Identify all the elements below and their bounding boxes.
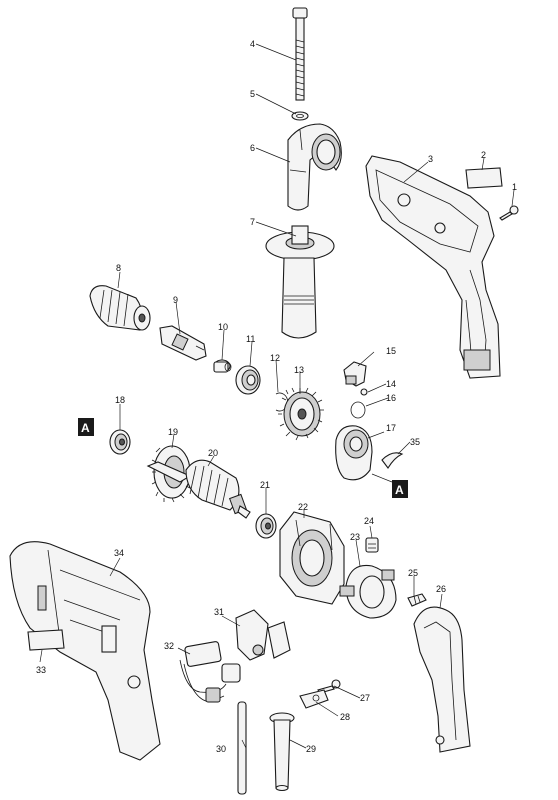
- part-23-brush-ring: [339, 564, 397, 619]
- callout-33: 33: [36, 665, 46, 675]
- callout-19: 19: [168, 427, 178, 437]
- callout-18: 18: [115, 395, 125, 405]
- part-21-bearing: [255, 513, 277, 539]
- callout-34: 34: [114, 548, 124, 558]
- callout-6: 6: [250, 143, 255, 153]
- part-35-clip: [381, 452, 404, 469]
- callout-14: 14: [386, 379, 396, 389]
- part-32-wiring: [179, 641, 241, 703]
- callout-11: 11: [246, 334, 255, 344]
- part-1-screw: [499, 205, 519, 221]
- part-25-carbon-brush: [407, 593, 427, 607]
- part-3-housing: [365, 155, 501, 379]
- callout-numbers: 4 5 6 7 3 2 1 8 9 10 11 12 13 15 14 16 1…: [36, 39, 517, 754]
- part-9-spindle: [159, 325, 207, 361]
- svg-text:A: A: [81, 421, 90, 435]
- callout-29: 29: [306, 744, 316, 754]
- callout-23: 23: [350, 532, 360, 542]
- callout-31: 31: [214, 607, 224, 617]
- callout-3: 3: [428, 154, 433, 164]
- callout-22: 22: [298, 502, 308, 512]
- callout-2: 2: [481, 150, 486, 160]
- leader-lines: [39, 43, 515, 749]
- callout-13: 13: [294, 365, 304, 375]
- part-24-brush-holder: [365, 537, 379, 553]
- marker-a-bottom: A: [371, 473, 408, 498]
- callout-25: 25: [408, 568, 418, 578]
- callout-26: 26: [436, 584, 446, 594]
- callout-10: 10: [218, 322, 228, 332]
- callout-16: 16: [386, 393, 396, 403]
- part-4-bolt: [292, 7, 308, 101]
- part-14-ball: [360, 388, 368, 396]
- callout-17: 17: [386, 423, 396, 433]
- part-17-gear-housing: [335, 425, 373, 481]
- callout-20: 20: [208, 448, 218, 458]
- part-7-side-handle: [265, 225, 335, 339]
- part-31-switch: [235, 609, 291, 661]
- callout-30: 30: [216, 744, 226, 754]
- callout-7: 7: [250, 217, 255, 227]
- part-26-rear-handle: [413, 606, 471, 753]
- part-22-field: [279, 511, 345, 605]
- part-29-cord-guard: [269, 712, 295, 792]
- callout-4: 4: [250, 39, 255, 49]
- part-34-housing: [9, 541, 161, 761]
- callout-24: 24: [364, 516, 374, 526]
- callout-12: 12: [270, 353, 280, 363]
- svg-text:A: A: [395, 483, 404, 497]
- part-13-gear: [278, 387, 324, 441]
- callout-28: 28: [340, 712, 350, 722]
- part-15-knob: [343, 361, 367, 387]
- callout-8: 8: [116, 263, 121, 273]
- callout-5: 5: [250, 89, 255, 99]
- part-16-o-ring: [350, 401, 366, 419]
- callout-15: 15: [386, 346, 396, 356]
- callout-32: 32: [164, 641, 174, 651]
- callout-9: 9: [173, 295, 178, 305]
- part-8-chuck: [89, 285, 151, 331]
- callout-1: 1: [512, 182, 517, 192]
- marker-a-top: A: [78, 418, 94, 436]
- part-6-clamp: [287, 123, 342, 211]
- part-10-sleeve: [213, 359, 232, 373]
- part-18-bearing: [109, 429, 131, 455]
- part-28-cord-clamp: [299, 689, 329, 709]
- part-20-armature: [146, 459, 251, 519]
- callout-21: 21: [260, 480, 270, 490]
- part-2-label: [465, 167, 503, 189]
- part-11-bearing: [235, 365, 261, 395]
- callout-35: 35: [410, 437, 420, 447]
- part-30-cord: [237, 701, 247, 795]
- callout-27: 27: [360, 693, 370, 703]
- part-33-nameplate: [27, 629, 65, 651]
